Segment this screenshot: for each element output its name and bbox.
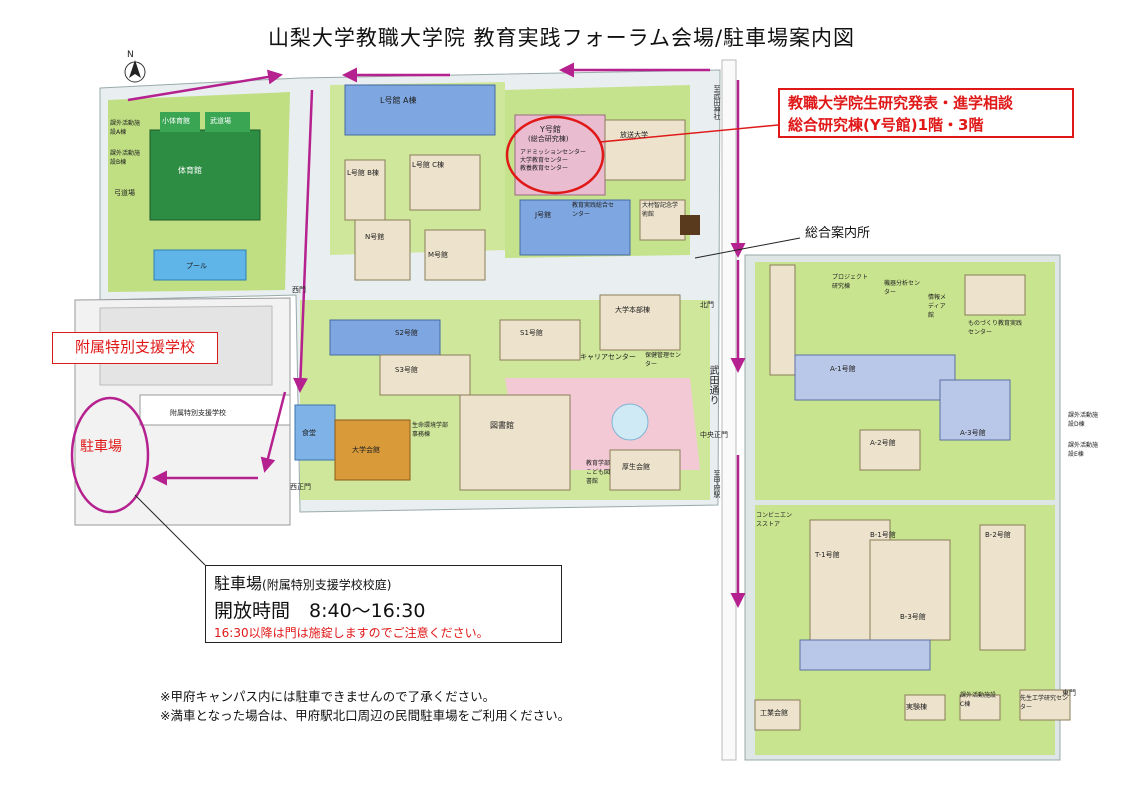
label-welfare: 厚生会館 [622, 463, 650, 471]
label-club1: 課外活動施設A棟 [110, 120, 141, 136]
label-B1: B-1号館 [870, 531, 896, 539]
parking-box-title: 駐車場 [214, 574, 263, 593]
label-club-D: 課外活動施設D棟 [1068, 412, 1099, 428]
label-club-C: 課外活動施設C棟 [960, 692, 997, 708]
label-Y-c3: 教養教育センター [520, 165, 569, 172]
label-N: N号館 [365, 233, 385, 241]
label-budo: 武道場 [210, 117, 231, 125]
label-Y-c2: 大学教育センター [520, 157, 569, 164]
label-T1: T-1号館 [815, 551, 840, 559]
label-L-B: L号館 B棟 [347, 169, 379, 177]
callout-leader [599, 124, 779, 143]
label-store: コンビニエンスストア [756, 512, 793, 528]
label-takeda-shrine: 至武田神社 [713, 85, 721, 120]
label-L-A: L号館 A棟 [380, 96, 417, 105]
y-building-highlight [505, 115, 605, 195]
label-club2: 課外活動施設B棟 [110, 150, 141, 166]
parking-note: 16:30以降は門は施錠しますのでご注意ください。 [214, 626, 489, 640]
page-title: 山梨大学教職大学院 教育実践フォーラム会場/駐車場案内図 [267, 26, 856, 50]
parking-leader [134, 494, 206, 566]
label-kofu-station: 至甲府駅 [713, 470, 721, 498]
bldg-L-A [344, 84, 496, 136]
label-Y: Y号館 [540, 125, 561, 134]
label-J: J号館 [535, 211, 552, 219]
label-pool: プール [186, 262, 207, 270]
label-west-gate: 西門 [292, 286, 306, 294]
route-arrows [127, 62, 746, 608]
label-analysis: 機器分析センター [884, 280, 921, 296]
label-broadcast: 放送大学 [620, 131, 648, 139]
label-B3: B-3号館 [900, 613, 926, 621]
parking-hours: 開放時間 8:40〜16:30 [214, 600, 426, 622]
label-S2: S2号館 [395, 329, 418, 337]
label-kids: 教育学部こども図書館 [586, 460, 611, 485]
parking-circle-label: 駐車場 [80, 439, 122, 455]
label-project: プロジェクト研究棟 [832, 274, 869, 290]
label-M: M号館 [428, 251, 449, 259]
label-health: 保健管理センター [645, 352, 682, 368]
gym-building [149, 129, 261, 221]
label-Y-c1: アドミッションセンター [520, 149, 587, 156]
label-factory: 工業会館 [760, 709, 788, 717]
pool [153, 249, 247, 281]
info-center-label: 総合案内所 [805, 226, 871, 241]
label-cafeteria: 食堂 [302, 429, 316, 437]
label-omura: 大村智記念学術館 [642, 202, 679, 218]
label-east-gate: 東門 [1062, 689, 1076, 697]
callout-line2: 総合研究棟(Y号館)1階・3階 [788, 116, 984, 134]
parking-ellipse [70, 396, 150, 514]
label-media: 情報メディア館 [928, 294, 947, 319]
label-S3: S3号館 [395, 366, 418, 374]
label-center-main-gate: 中央正門 [700, 431, 728, 439]
label-student-center: 先生工学研究センター [1020, 695, 1069, 711]
label-small-gym: 小体育館 [162, 117, 190, 125]
label-career: キャリアセンター [580, 353, 636, 361]
takeda-road [721, 59, 737, 761]
venue-callout: 教職大学院生研究発表・進学相談 総合研究棟(Y号館)1階・3階 [778, 88, 1074, 138]
label-west-main-gate: 西正門 [290, 483, 311, 491]
label-S1: S1号館 [520, 329, 543, 337]
label-yumi: 弓道場 [114, 189, 135, 197]
label-monozukuri: ものづくり教育実践センター [968, 320, 1023, 336]
label-Y-sub: (総合研究棟) [528, 135, 569, 143]
label-gym: 体育館 [178, 166, 202, 175]
label-env: 生命環境学部事務棟 [412, 422, 449, 438]
label-club-E: 課外活動施設E棟 [1068, 442, 1099, 458]
compass-icon [124, 60, 146, 83]
label-A2: A-2号館 [870, 439, 896, 447]
label-hq: 大学本部棟 [615, 306, 650, 314]
label-A3: A-3号館 [960, 429, 986, 437]
label-A1: A-1号館 [830, 365, 856, 373]
label-edu: 教育実践総合センター [572, 202, 615, 218]
bldg-A1 [794, 354, 956, 401]
parking-box-subtitle: (附属特別支援学校校庭) [262, 578, 392, 592]
label-B2: B-2号館 [985, 531, 1011, 539]
label-experiment: 実験棟 [906, 703, 927, 711]
label-north-gate: 北門 [700, 301, 714, 309]
note-2: ※満車となった場合は、甲府駅北口周辺の民間駐車場をご利用ください。 [160, 708, 571, 723]
label-takeda-road: 武田通り [707, 365, 718, 405]
parking-info-box: 駐車場(附属特別支援学校校庭) 開放時間 8:40〜16:30 16:30以降は… [205, 565, 562, 643]
label-library: 図書館 [490, 421, 514, 430]
label-L-C: L号館 C棟 [412, 161, 445, 169]
label-hall: 大学会館 [352, 446, 380, 454]
special-school-label: 附属特別支援学校 [52, 332, 218, 364]
info-leader [694, 237, 801, 259]
callout-line1: 教職大学院生研究発表・進学相談 [788, 94, 1014, 112]
note-1: ※甲府キャンパス内には駐車できませんので了承ください。 [160, 689, 496, 704]
label-sb-school: 附属特別支援学校 [170, 409, 226, 417]
compass-label: N [127, 50, 134, 60]
